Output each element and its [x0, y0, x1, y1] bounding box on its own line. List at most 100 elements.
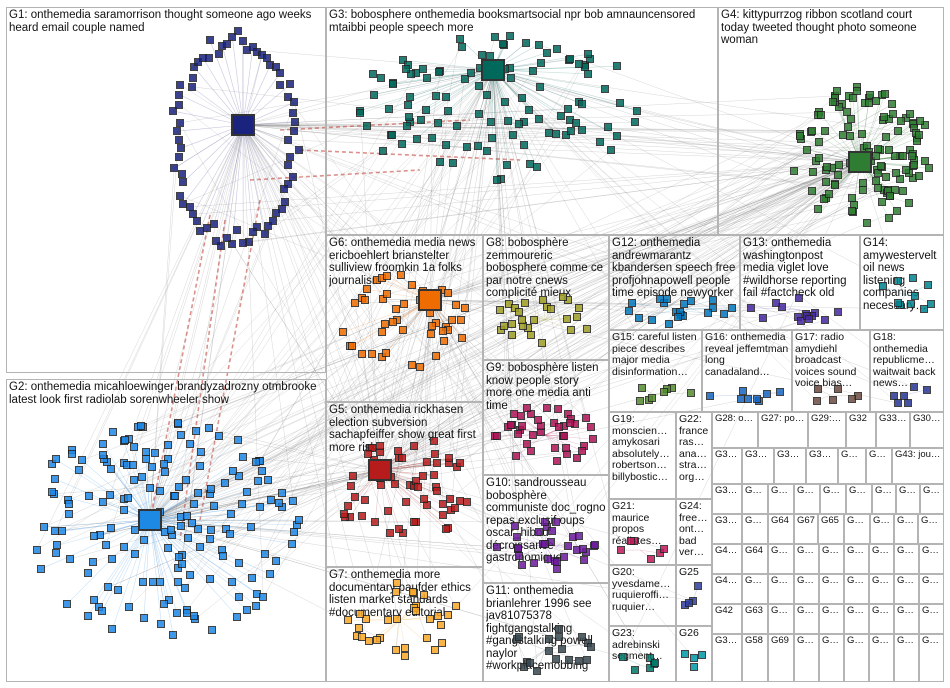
graph-node[interactable] — [141, 455, 150, 464]
group-panel-g5x-e[interactable]: G5… — [872, 484, 896, 514]
graph-node[interactable] — [156, 486, 165, 495]
graph-node[interactable] — [119, 505, 128, 514]
group-panel-g47[interactable]: G47: blai… — [866, 448, 892, 484]
graph-node[interactable] — [228, 239, 237, 248]
graph-node[interactable] — [686, 297, 695, 306]
graph-node[interactable] — [265, 570, 274, 579]
graph-node[interactable] — [177, 169, 186, 178]
group-panel-g31[interactable]: G31: ann… — [712, 448, 742, 484]
graph-node[interactable] — [124, 603, 133, 612]
graph-node[interactable] — [431, 351, 440, 360]
graph-node[interactable] — [223, 40, 232, 49]
group-panel-g67[interactable]: G67 — [794, 514, 818, 544]
group-panel-gx-q[interactable]: G… — [819, 604, 844, 634]
graph-node[interactable] — [174, 577, 183, 586]
group-panel-gx-k[interactable]: G… — [819, 574, 844, 604]
graph-node[interactable] — [51, 474, 60, 483]
graph-node[interactable] — [383, 290, 392, 299]
graph-node[interactable] — [607, 146, 616, 155]
graph-node[interactable] — [418, 64, 427, 73]
graph-node[interactable] — [506, 421, 515, 430]
graph-node[interactable] — [820, 126, 829, 135]
graph-node[interactable] — [173, 419, 182, 427]
graph-node[interactable] — [260, 229, 269, 238]
graph-node[interactable] — [526, 658, 535, 667]
graph-node[interactable] — [283, 136, 292, 144]
graph-node[interactable] — [183, 533, 192, 542]
graph-node[interactable] — [660, 387, 669, 396]
graph-node[interactable] — [196, 461, 205, 470]
graph-node[interactable] — [228, 466, 237, 475]
graph-node[interactable] — [627, 298, 636, 307]
graph-node[interactable] — [515, 633, 524, 642]
graph-node[interactable] — [443, 106, 452, 115]
graph-node[interactable] — [233, 612, 242, 621]
graph-node[interactable] — [530, 316, 539, 325]
graph-node[interactable] — [277, 488, 286, 497]
graph-node[interactable] — [579, 555, 588, 564]
graph-node[interactable] — [460, 304, 469, 313]
graph-node[interactable] — [817, 111, 826, 120]
graph-node[interactable] — [427, 321, 436, 330]
graph-node[interactable] — [286, 153, 295, 162]
group-panel-g4[interactable]: G4: kittypurrzog ribbon scotland court t… — [718, 7, 944, 235]
graph-node[interactable] — [557, 645, 566, 654]
graph-node[interactable] — [893, 276, 902, 285]
graph-node[interactable] — [347, 482, 356, 491]
graph-node[interactable] — [525, 105, 533, 114]
graph-node[interactable] — [412, 134, 421, 143]
graph-node[interactable] — [289, 527, 298, 536]
graph-node[interactable] — [797, 317, 806, 326]
group-panel-g6x-b[interactable]: G6… — [768, 544, 794, 574]
graph-node[interactable] — [397, 270, 406, 279]
graph-node[interactable] — [566, 419, 575, 428]
graph-node[interactable] — [884, 145, 893, 154]
graph-node[interactable] — [843, 122, 852, 131]
graph-node[interactable] — [155, 577, 164, 586]
group-panel-g21[interactable]: G21: maurice propos réalistes… — [609, 499, 676, 565]
graph-node[interactable] — [739, 387, 748, 396]
graph-node[interactable] — [490, 33, 499, 42]
group-panel-g58[interactable]: G63 — [742, 604, 768, 634]
graph-node[interactable] — [825, 190, 834, 199]
graph-node[interactable] — [848, 394, 857, 403]
graph-node[interactable] — [563, 104, 572, 113]
graph-node[interactable] — [804, 314, 813, 323]
graph-node[interactable] — [899, 187, 908, 196]
graph-node[interactable] — [452, 301, 461, 310]
graph-node[interactable] — [157, 619, 166, 628]
graph-node[interactable] — [575, 304, 584, 313]
graph-node[interactable] — [290, 117, 299, 126]
graph-node[interactable] — [888, 109, 897, 118]
graph-node[interactable] — [164, 440, 173, 449]
graph-node[interactable] — [161, 468, 170, 477]
graph-node[interactable] — [367, 443, 376, 452]
graph-node[interactable] — [612, 62, 621, 71]
graph-node[interactable] — [689, 653, 698, 662]
graph-node[interactable] — [175, 153, 184, 162]
graph-node[interactable] — [203, 224, 211, 233]
graph-node[interactable] — [746, 303, 755, 312]
group-panel-g37[interactable]: G37: dam… — [774, 448, 806, 484]
graph-node[interactable] — [104, 583, 113, 592]
graph-node[interactable] — [252, 222, 261, 231]
graph-node[interactable] — [160, 600, 168, 609]
group-panel-gx-w[interactable]: G… — [819, 634, 844, 682]
graph-node[interactable] — [392, 304, 401, 313]
graph-node[interactable] — [439, 326, 448, 335]
graph-node[interactable] — [159, 459, 168, 468]
graph-node[interactable] — [431, 449, 440, 458]
graph-node[interactable] — [516, 411, 525, 420]
graph-node[interactable] — [634, 313, 643, 322]
graph-node[interactable] — [406, 93, 415, 102]
group-panel-g35[interactable]: G35: goo… — [712, 484, 742, 514]
graph-node[interactable] — [120, 435, 129, 444]
graph-node[interactable] — [488, 133, 497, 142]
graph-node[interactable] — [57, 527, 66, 536]
graph-node[interactable] — [878, 197, 887, 206]
group-panel-gx-c[interactable]: G… — [918, 514, 944, 544]
graph-node[interactable] — [517, 94, 526, 103]
graph-node[interactable] — [509, 130, 518, 139]
graph-node[interactable] — [690, 662, 699, 671]
graph-node[interactable] — [401, 64, 410, 73]
